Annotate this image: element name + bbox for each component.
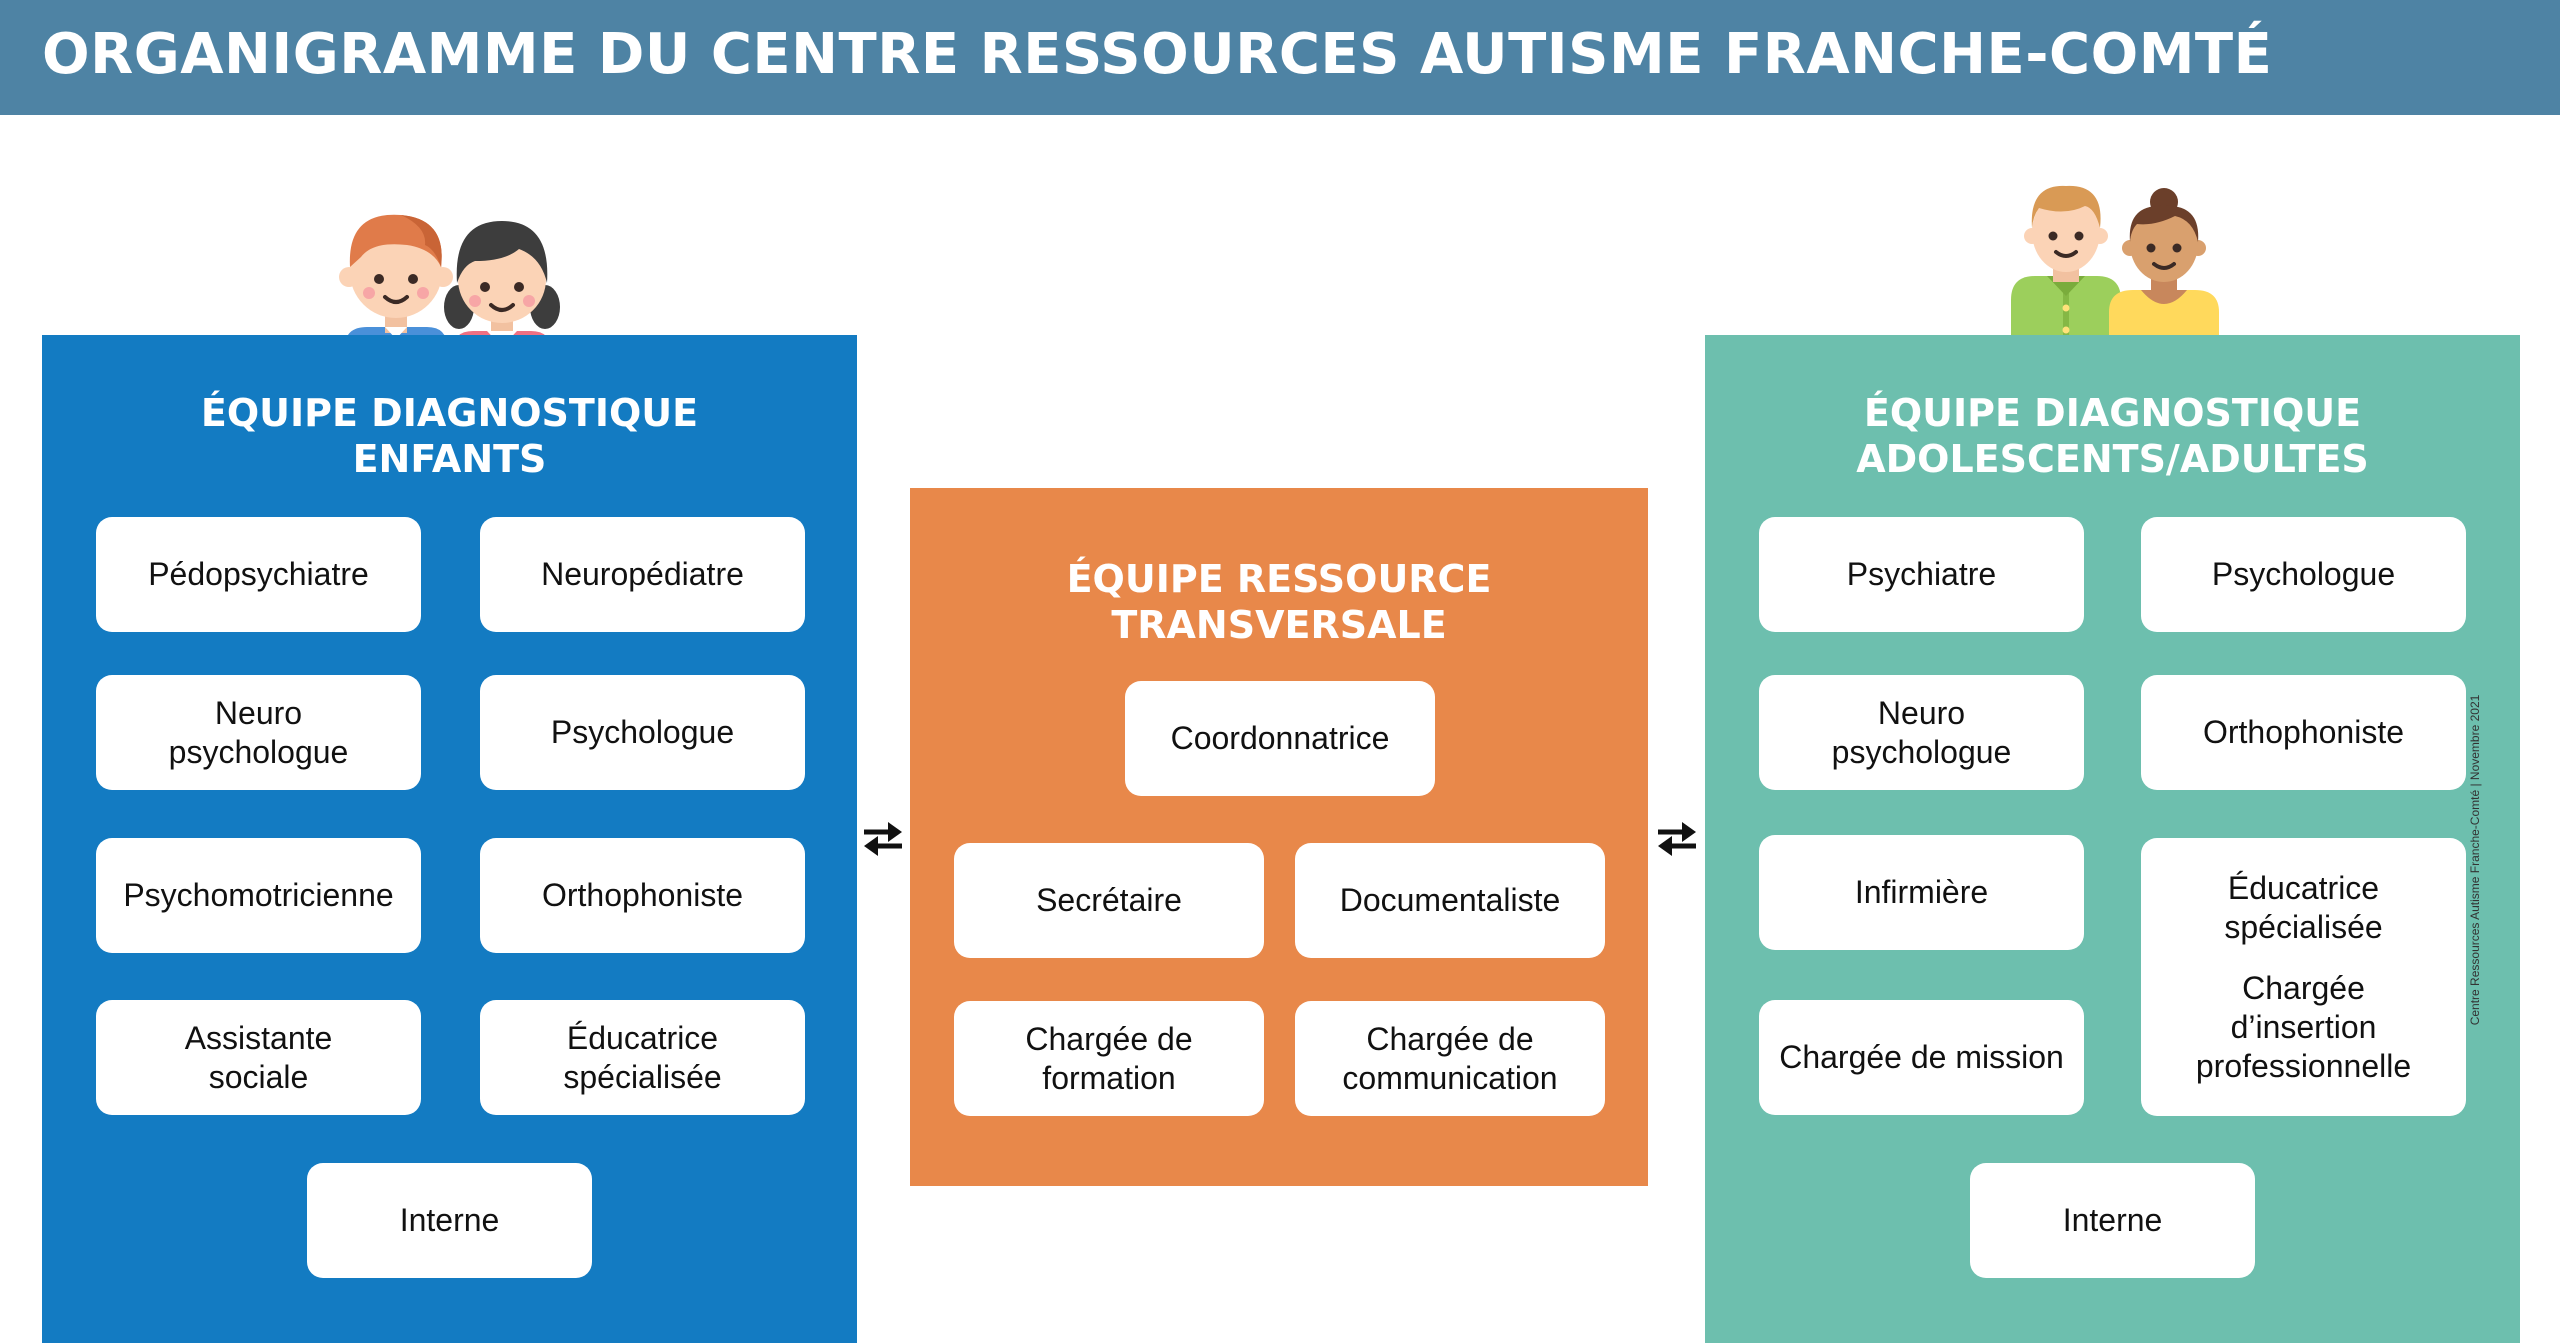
role-chargee-de-formation-line1: Chargée de <box>1025 1020 1193 1057</box>
role-assistante-sociale[interactable]: Assistante sociale <box>96 1000 421 1115</box>
role-interne[interactable]: Interne <box>1970 1163 2255 1278</box>
panel-adultes-title-line2: ADOLESCENTS/ADULTES <box>1856 437 2369 481</box>
panel-adultes: ÉQUIPE DIAGNOSTIQUE ADOLESCENTS/ADULTES … <box>1705 335 2520 1343</box>
role-psychologue[interactable]: Psychologue <box>2141 517 2466 632</box>
role-assistante-sociale-line1: Assistante <box>184 1019 333 1056</box>
children-icon <box>339 214 560 375</box>
role-educatrice-specialisee-line1: Éducatrice <box>566 1019 719 1056</box>
role-neuropsychologue[interactable]: Neuro psychologue <box>1759 675 2084 790</box>
role-secretaire[interactable]: Secrétaire <box>954 843 1264 958</box>
page-title: ORGANIGRAMME DU CENTRE RESSOURCES AUTISM… <box>42 22 2273 87</box>
role-chargee-insertion-line2: d’insertion <box>2230 1008 2377 1045</box>
role-orthophoniste[interactable]: Orthophoniste <box>2141 675 2466 790</box>
panel-adultes-title: ÉQUIPE DIAGNOSTIQUE ADOLESCENTS/ADULTES <box>1705 390 2520 482</box>
bidirectional-arrows-icon <box>864 822 902 856</box>
role-coordonnatrice[interactable]: Coordonnatrice <box>1125 681 1435 796</box>
role-chargee-de-communication-line2: communication <box>1342 1059 1558 1096</box>
panel-enfants: ÉQUIPE DIAGNOSTIQUE ENFANTS Pédopsychiat… <box>42 335 857 1343</box>
role-educatrice-insertion[interactable]: Éducatrice spécialisée Chargée d’inserti… <box>2141 838 2466 1116</box>
panel-adultes-title-line1: ÉQUIPE DIAGNOSTIQUE <box>1863 391 2362 435</box>
panel-transversale-title-line1: ÉQUIPE RESSOURCE <box>1066 557 1492 601</box>
header-bar: ORGANIGRAMME DU CENTRE RESSOURCES AUTISM… <box>0 0 2560 115</box>
role-neuropsychologue-line2: psychologue <box>168 733 349 770</box>
role-orthophoniste[interactable]: Orthophoniste <box>480 838 805 953</box>
role-chargee-insertion-line1: Chargée <box>2242 969 2365 1006</box>
role-chargee-insertion-line3: professionnelle <box>2195 1047 2412 1084</box>
panel-enfants-title-line1: ÉQUIPE DIAGNOSTIQUE <box>200 391 699 435</box>
role-neuropediatre[interactable]: Neuropédiatre <box>480 517 805 632</box>
role-psychologue[interactable]: Psychologue <box>480 675 805 790</box>
role-interne[interactable]: Interne <box>307 1163 592 1278</box>
role-educatrice-specialisee-line2: spécialisée <box>2224 908 2383 945</box>
panel-transversale-title-line2: TRANSVERSALE <box>1111 603 1447 647</box>
role-chargee-de-formation[interactable]: Chargée de formation <box>954 1001 1264 1116</box>
bidirectional-arrows-icon <box>1658 822 1696 856</box>
role-educatrice-specialisee-line1: Éducatrice <box>2227 869 2380 906</box>
role-educatrice-specialisee[interactable]: Éducatrice spécialisée <box>480 1000 805 1115</box>
role-documentaliste[interactable]: Documentaliste <box>1295 843 1605 958</box>
panel-enfants-title-line2: ENFANTS <box>352 437 547 481</box>
role-neuropsychologue-line1: Neuro <box>1877 694 1966 731</box>
credit-text: Centre Ressources Autisme Franche-Comté … <box>2468 694 2482 1026</box>
role-chargee-de-communication-line1: Chargée de <box>1366 1020 1534 1057</box>
role-neuropsychologue-line2: psychologue <box>1831 733 2012 770</box>
role-chargee-de-communication[interactable]: Chargée de communication <box>1295 1001 1605 1116</box>
panel-transversale-title: ÉQUIPE RESSOURCE TRANSVERSALE <box>910 556 1648 648</box>
role-pedopsychiatre[interactable]: Pédopsychiatre <box>96 517 421 632</box>
role-chargee-de-mission[interactable]: Chargée de mission <box>1759 1000 2084 1115</box>
panel-transversale: ÉQUIPE RESSOURCE TRANSVERSALE Coordonnat… <box>910 488 1648 1186</box>
role-chargee-de-formation-line2: formation <box>1042 1059 1176 1096</box>
panel-enfants-title: ÉQUIPE DIAGNOSTIQUE ENFANTS <box>42 390 857 482</box>
role-assistante-sociale-line2: sociale <box>208 1058 309 1095</box>
role-infirmiere[interactable]: Infirmière <box>1759 835 2084 950</box>
role-psychiatre[interactable]: Psychiatre <box>1759 517 2084 632</box>
role-educatrice-specialisee-line2: spécialisée <box>563 1058 722 1095</box>
role-neuropsychologue-line1: Neuro <box>214 694 303 731</box>
role-psychomotricienne[interactable]: Psychomotricienne <box>96 838 421 953</box>
role-neuropsychologue[interactable]: Neuro psychologue <box>96 675 421 790</box>
